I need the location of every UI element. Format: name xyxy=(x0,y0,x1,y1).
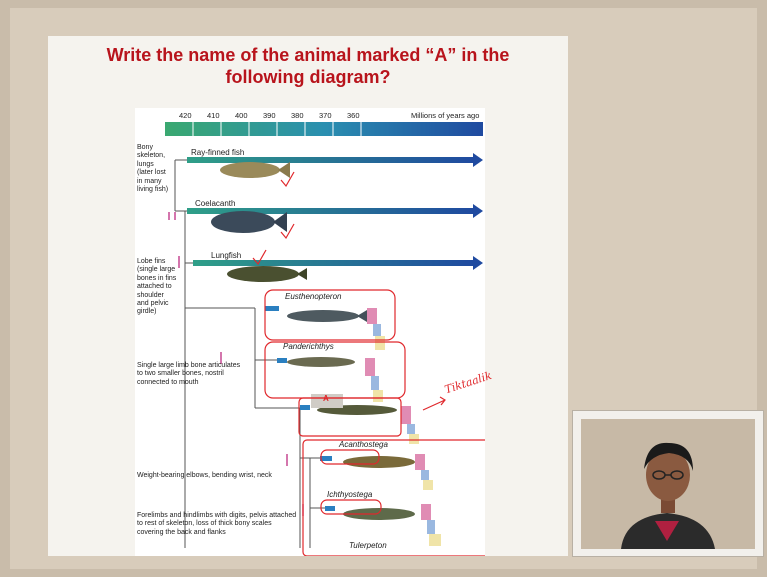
slide-title-line-2: following diagram? xyxy=(48,66,568,88)
phylogeny-tree: 420 410 400 390 380 370 360 Millions of … xyxy=(135,108,485,556)
presenter-video xyxy=(581,419,755,549)
tick-420: 420 xyxy=(179,111,192,120)
marked-label-a: A xyxy=(323,394,329,403)
tick-390: 390 xyxy=(263,111,276,120)
trait-label-bony-skeleton: Bony skeleton, lungs (later lost in many… xyxy=(137,144,169,194)
tick-360: 360 xyxy=(347,111,360,120)
taxon-coelacanth: Coelacanth xyxy=(195,199,235,208)
trait-label-lobe-fins: Lobe fins (single large bones in fins at… xyxy=(137,258,177,317)
presenter-webcam xyxy=(572,410,764,557)
coelacanth-icon xyxy=(211,211,287,233)
tick-370: 370 xyxy=(319,111,332,120)
ray-finned-fish-icon xyxy=(220,162,290,178)
taxon-eusthenopteron: Eusthenopteron xyxy=(285,292,342,301)
trait-label-limbs-digits: Forelimbs and hindlimbs with digits, pel… xyxy=(137,512,297,537)
taxon-lungfish: Lungfish xyxy=(211,251,241,260)
tick-410: 410 xyxy=(207,111,220,120)
tick-400: 400 xyxy=(235,111,248,120)
presenter-figure xyxy=(581,419,755,549)
trait-label-limb-bone: Single large limb bone articulates to tw… xyxy=(137,362,247,387)
taxon-ichthyostega: Ichthyostega xyxy=(327,490,372,499)
taxon-acanthostega: Acanthostega xyxy=(339,440,388,449)
timescale-bar xyxy=(165,122,483,136)
slide: Write the name of the animal marked “A” … xyxy=(48,36,568,556)
taxon-tulerpeton: Tulerpeton xyxy=(349,541,387,550)
slide-title: Write the name of the animal marked “A” … xyxy=(48,44,568,88)
trait-label-elbows: Weight-bearing elbows, bending wrist, ne… xyxy=(137,472,297,480)
slide-title-line-1: Write the name of the animal marked “A” … xyxy=(48,44,568,66)
lungfish-icon xyxy=(227,266,307,282)
timescale-unit: Millions of years ago xyxy=(411,111,479,120)
taxon-ray-finned-fish: Ray-finned fish xyxy=(191,148,244,157)
phylogeny-diagram: 420 410 400 390 380 370 360 Millions of … xyxy=(135,108,485,556)
taxon-panderichthys: Panderichthys xyxy=(283,342,334,351)
panderichthys-icon xyxy=(287,357,355,367)
eusthenopteron-icon xyxy=(287,310,367,322)
tick-380: 380 xyxy=(291,111,304,120)
